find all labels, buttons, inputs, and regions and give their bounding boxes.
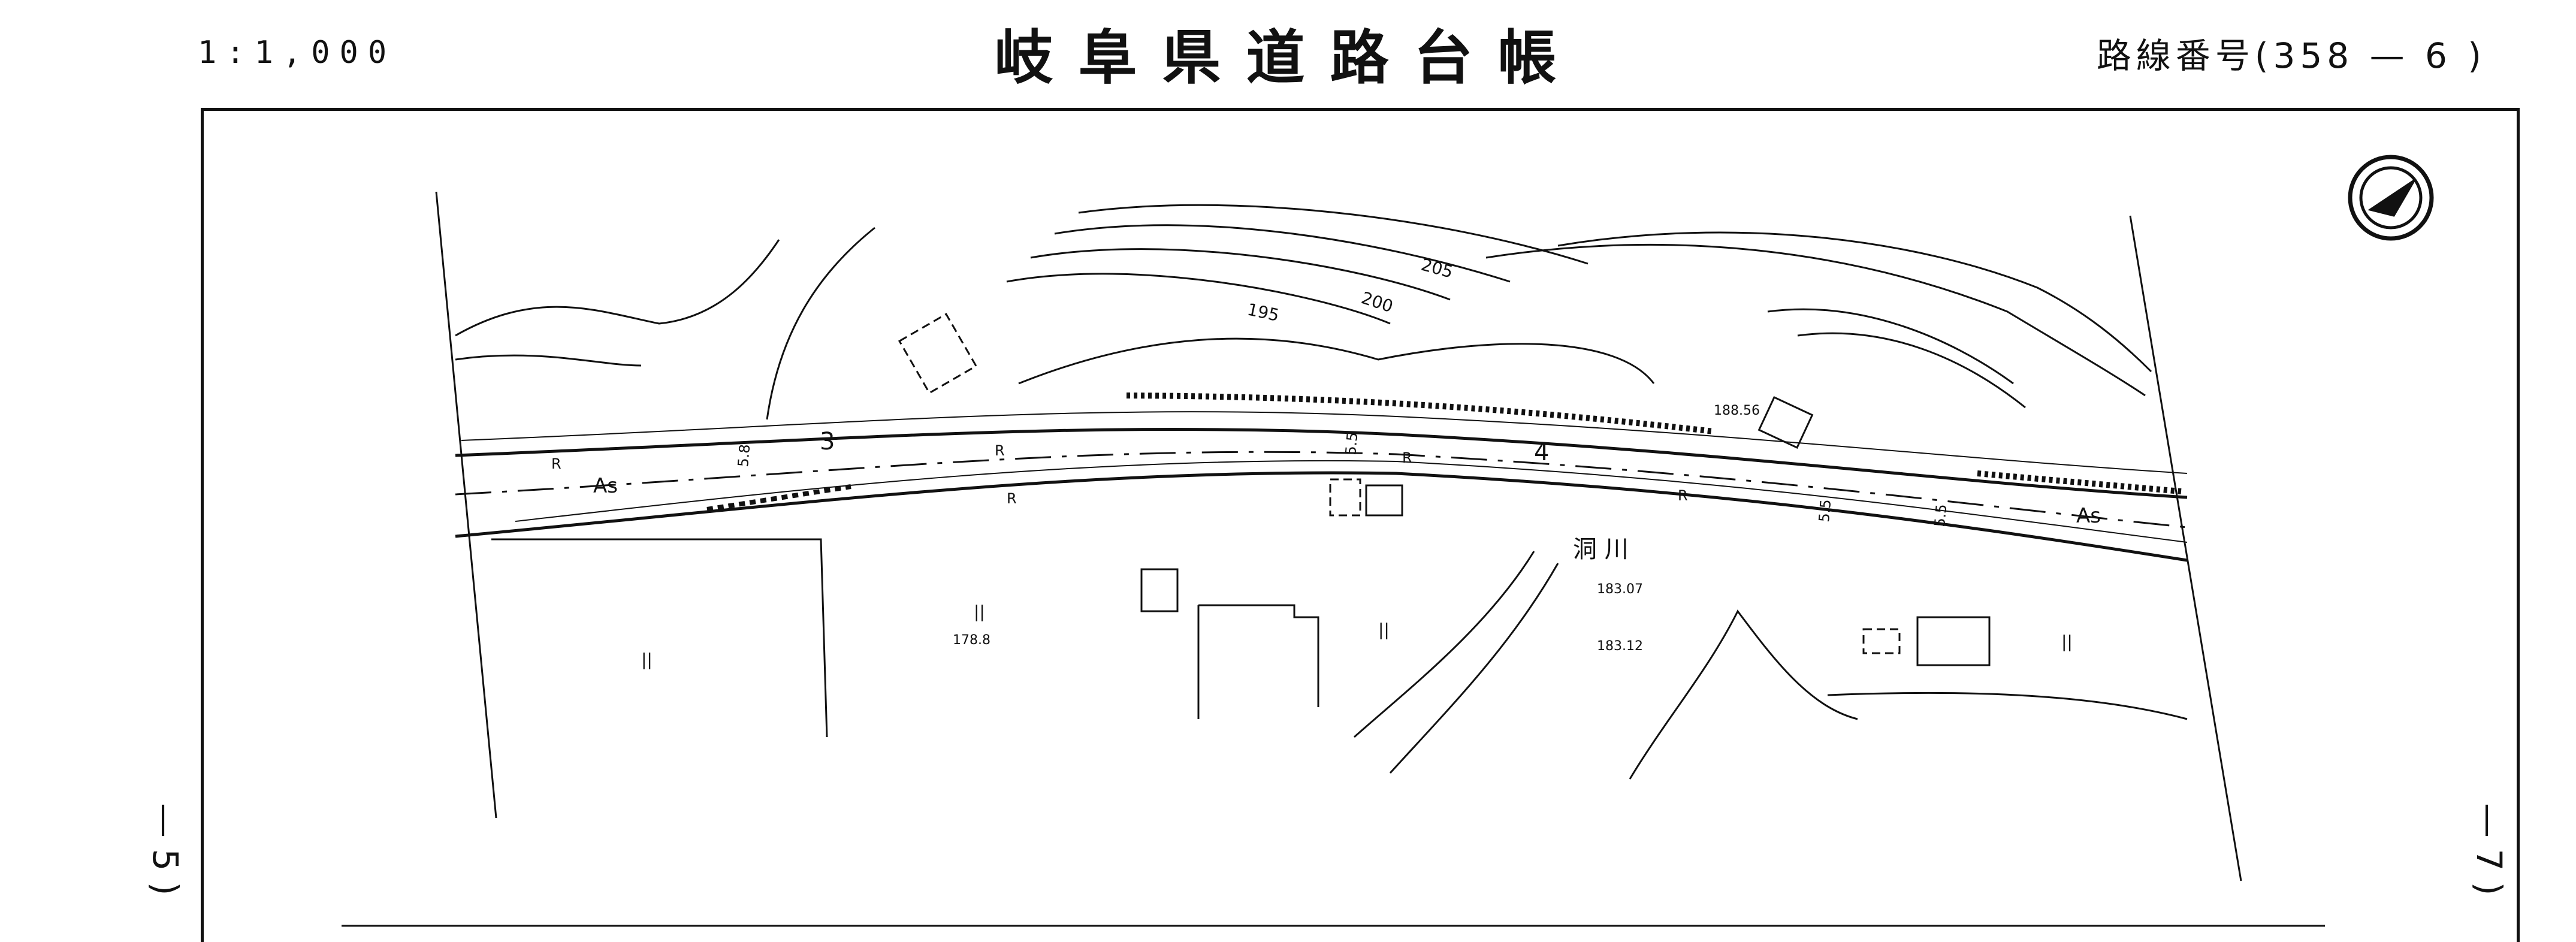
side-road-east xyxy=(1827,692,2188,720)
north-arrow-icon xyxy=(2348,155,2434,241)
north-arrow-inner xyxy=(2359,166,2423,230)
elevation-label-4: 178.8 xyxy=(953,633,990,648)
north-arrow-pointer xyxy=(2367,179,2416,217)
stream-bank-east xyxy=(1389,563,1559,774)
road-mark-3: R xyxy=(1402,449,1412,466)
building-2 xyxy=(1365,484,1403,517)
width-label-2: 5.5 xyxy=(1342,431,1361,455)
surface-label-east: As xyxy=(2076,504,2101,528)
slope-northwest-2 xyxy=(455,354,642,367)
map-frame xyxy=(201,108,2520,942)
slope-ridge xyxy=(766,227,875,420)
road-centerline xyxy=(455,451,2188,529)
contour-230 xyxy=(1797,332,2026,409)
building-6 xyxy=(1757,396,1814,449)
contour-label-200: 200 xyxy=(1359,288,1396,316)
contour-label-195: 195 xyxy=(1246,300,1281,325)
station-label-4: 4 xyxy=(1534,439,1549,466)
map-scale: 1:1,000 xyxy=(198,34,397,71)
sidewalk-south xyxy=(515,460,2188,543)
sheet-edge-right xyxy=(2129,215,2242,881)
river-label: 洞 川 xyxy=(1573,536,1629,563)
contour-210 xyxy=(1078,204,1589,265)
road-mark-5: R xyxy=(1007,490,1017,507)
surface-label-west: As xyxy=(593,474,618,498)
width-label-4: 5.5 xyxy=(1931,503,1950,527)
contour-200 xyxy=(1030,248,1451,301)
road-mark-2: R xyxy=(995,442,1005,459)
width-label-3: 5.5 xyxy=(1816,499,1834,523)
station-label-3: 3 xyxy=(820,428,835,455)
contour-220 xyxy=(1557,231,2152,373)
parcel-southwest xyxy=(491,538,828,738)
next-sheet-mark: — 7 ) xyxy=(2469,803,2509,896)
elevation-label-1: 188.56 xyxy=(1714,403,1760,418)
stream-lower xyxy=(1629,609,1858,780)
width-label-1: 5.8 xyxy=(735,443,753,467)
parcel-south-center xyxy=(1198,604,1319,707)
contour-195 xyxy=(1006,273,1391,325)
field-mark-4: || xyxy=(2061,632,2073,651)
retaining-wall-south xyxy=(706,484,851,512)
previous-sheet-mark: — 5 ) xyxy=(145,803,186,896)
building-4 xyxy=(1916,616,1991,666)
guardrail-north xyxy=(1126,393,1714,434)
page-title: 岐阜県道路台帳 xyxy=(994,23,1582,92)
road-mark-4: R xyxy=(1678,487,1688,504)
elevation-label-2: 183.07 xyxy=(1597,582,1643,597)
slope-north xyxy=(1018,337,1655,385)
guardrail-east xyxy=(1977,470,2182,494)
route-number: 路線番号(358 — 6 ) xyxy=(2096,35,2486,76)
sidewalk-north xyxy=(461,411,2188,474)
road-edge-north xyxy=(455,427,2188,499)
contour-label-205: 205 xyxy=(1419,255,1455,282)
field-mark-3: || xyxy=(1378,620,1390,639)
slope-northwest xyxy=(455,239,780,337)
stream-bank-west xyxy=(1354,551,1535,738)
contour-225 xyxy=(1767,308,2014,385)
building-5 xyxy=(1862,628,1901,654)
building-7 xyxy=(898,313,978,394)
elevation-label-3: 183.12 xyxy=(1597,639,1643,654)
building-3 xyxy=(1329,478,1361,517)
field-mark-1: || xyxy=(641,650,653,669)
road-mark-1: R xyxy=(551,455,561,472)
building-1 xyxy=(1140,568,1179,612)
contour-215 xyxy=(1485,243,2146,397)
road-edge-south xyxy=(455,471,2188,562)
field-mark-2: || xyxy=(974,602,985,621)
sheet-edge-left xyxy=(435,191,497,819)
contour-205 xyxy=(1054,224,1511,283)
